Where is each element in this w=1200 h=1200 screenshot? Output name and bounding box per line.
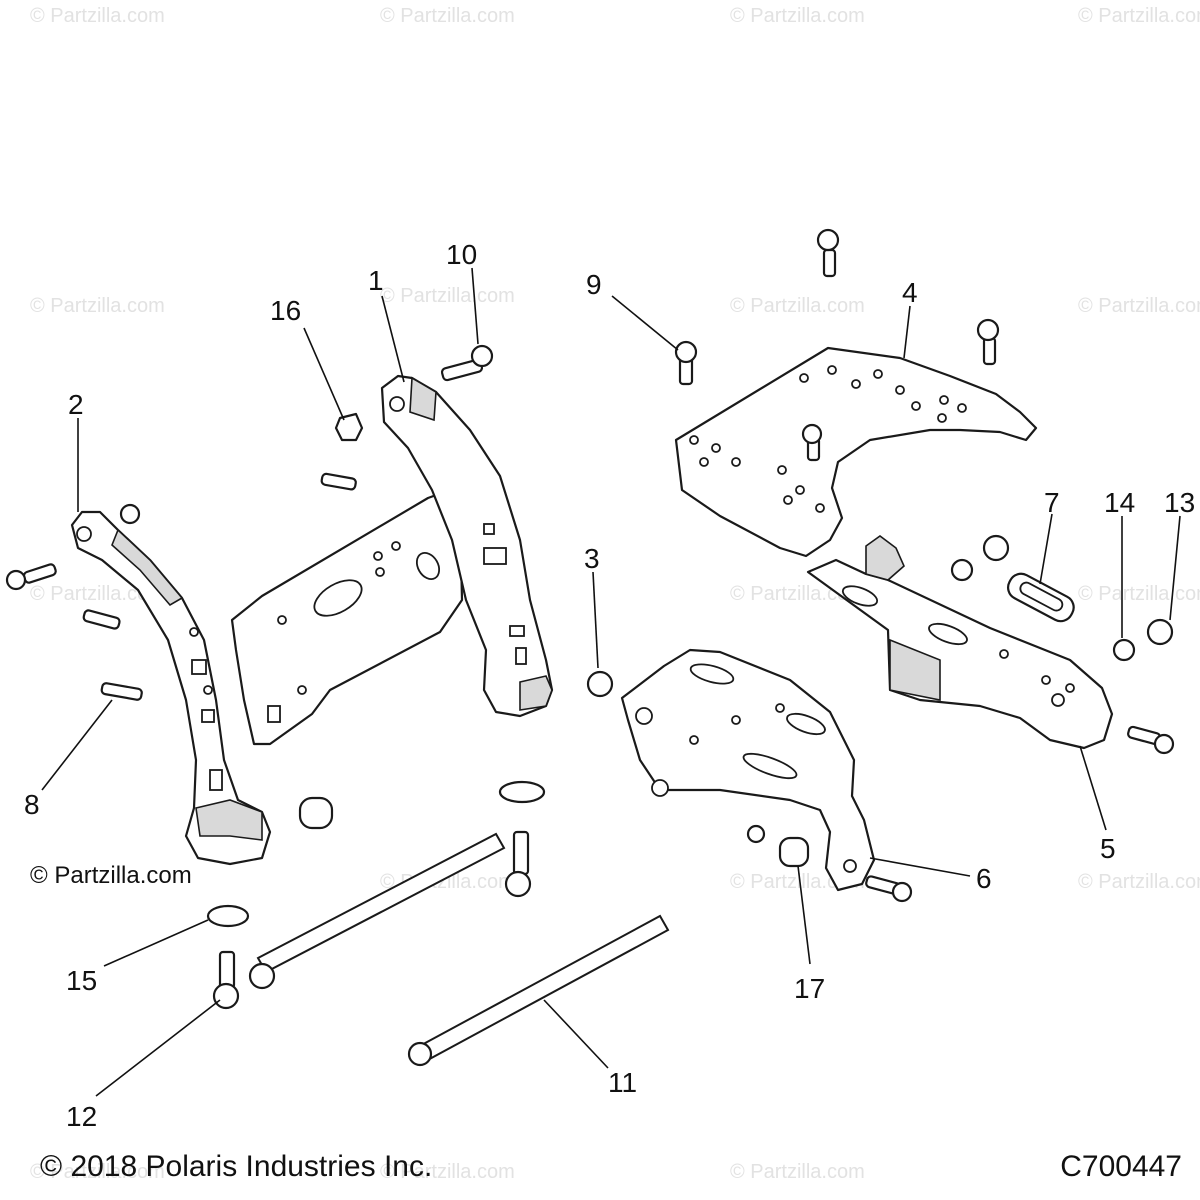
watermark: © Partzilla.com — [30, 295, 165, 317]
watermark: © Partzilla.com — [30, 5, 165, 27]
watermark: © Partzilla.com — [380, 5, 515, 27]
callout-14: 14 — [1104, 487, 1135, 518]
callout-6: 6 — [976, 863, 992, 894]
watermark: © Partzilla.com — [730, 1161, 865, 1183]
watermark: © Partzilla.com — [730, 295, 865, 317]
watermark: © Partzilla.com — [730, 5, 865, 27]
watermark: © Partzilla.com — [1078, 871, 1200, 893]
callout-17: 17 — [794, 973, 825, 1004]
part-4-mounting-plate — [674, 346, 1038, 558]
watermark: © Partzilla.com — [1078, 583, 1200, 605]
callout-8: 8 — [24, 789, 40, 820]
watermark: © Partzilla.com — [380, 1161, 515, 1183]
callout-2: 2 — [68, 389, 84, 420]
callout-16: 16 — [270, 295, 301, 326]
copyright-notice: © 2018 Polaris Industries Inc. — [40, 1150, 433, 1183]
watermark: © Partzilla.com — [30, 1161, 165, 1183]
callout-10: 10 — [446, 239, 477, 270]
watermark: © Partzilla.com — [380, 285, 515, 307]
callout-11: 11 — [608, 1067, 637, 1098]
leader-lines — [41, 267, 1181, 1097]
part-2-bracket — [70, 510, 272, 866]
callout-5: 5 — [1100, 833, 1116, 864]
callout-9: 9 — [586, 269, 602, 300]
watermark: © Partzilla.com — [1078, 295, 1200, 317]
part-1-frame-upright — [230, 374, 554, 746]
callout-4: 4 — [902, 277, 918, 308]
callout-12: 12 — [66, 1101, 97, 1132]
part-6-bracket — [620, 648, 876, 892]
part-5-bracket — [806, 535, 1114, 750]
callout-numbers: 1 2 3 4 5 6 7 8 9 10 11 12 13 14 15 16 1… — [24, 239, 1195, 1132]
partzilla-mark: © Partzilla.com — [30, 862, 192, 889]
watermark: © Partzilla.com — [30, 583, 165, 605]
callout-13: 13 — [1164, 487, 1195, 518]
callout-3: 3 — [584, 543, 600, 574]
diagram-id: C700447 — [1060, 1150, 1182, 1183]
rods — [256, 832, 670, 1064]
hardware — [5, 228, 1175, 1067]
part-7-clip — [1007, 572, 1075, 623]
callout-15: 15 — [66, 965, 97, 996]
callout-1: 1 — [368, 265, 384, 296]
callout-7: 7 — [1044, 487, 1060, 518]
watermark: © Partzilla.com — [1078, 5, 1200, 27]
